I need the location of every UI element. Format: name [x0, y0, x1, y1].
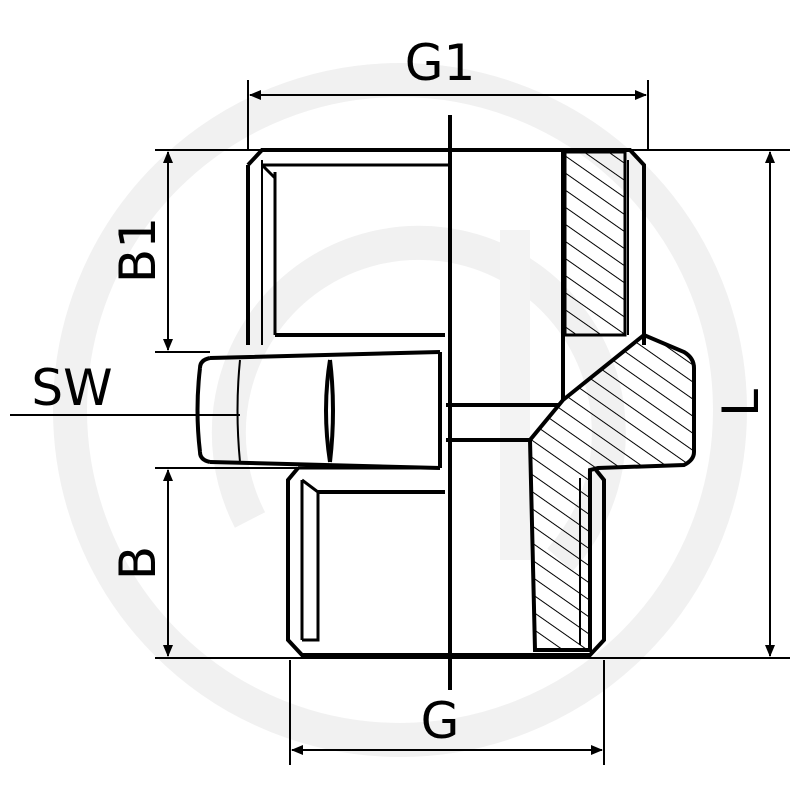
dimension-b: B	[109, 467, 298, 657]
dimension-l: L	[712, 151, 775, 657]
dimension-g1: G1	[247, 34, 649, 150]
dimension-sw: SW	[10, 359, 240, 417]
dimension-g: G	[289, 660, 605, 765]
label-g: G	[421, 692, 460, 750]
lower-threaded-section	[286, 466, 606, 657]
dimension-b1: B1	[109, 151, 210, 353]
label-b: B	[109, 546, 167, 580]
label-g1: G1	[405, 34, 476, 92]
label-b1: B1	[109, 217, 167, 283]
label-sw: SW	[31, 359, 112, 417]
hex-section	[195, 332, 696, 652]
label-l: L	[712, 389, 770, 417]
